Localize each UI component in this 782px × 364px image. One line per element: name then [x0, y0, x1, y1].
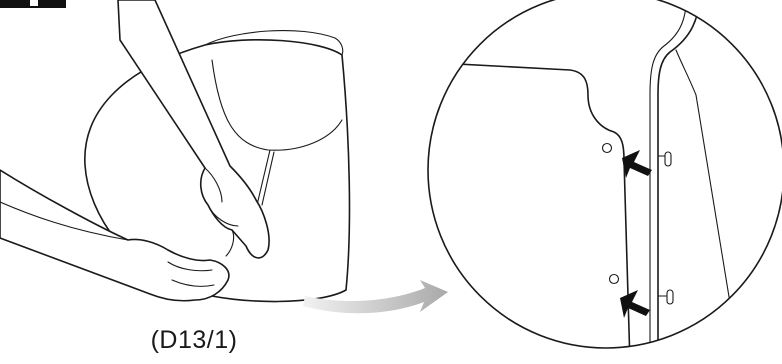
upper-hand	[117, 0, 270, 259]
lower-hand	[0, 169, 230, 302]
pointer-arrow-upper	[622, 150, 652, 178]
pointer-arrow-lower	[620, 290, 650, 318]
cropped-heading-fragment	[0, 0, 66, 8]
lamp-shade	[84, 29, 351, 303]
step-label: (D13/1)	[150, 326, 238, 354]
detail-circle	[427, 0, 782, 349]
zoom-arrow	[303, 280, 448, 314]
